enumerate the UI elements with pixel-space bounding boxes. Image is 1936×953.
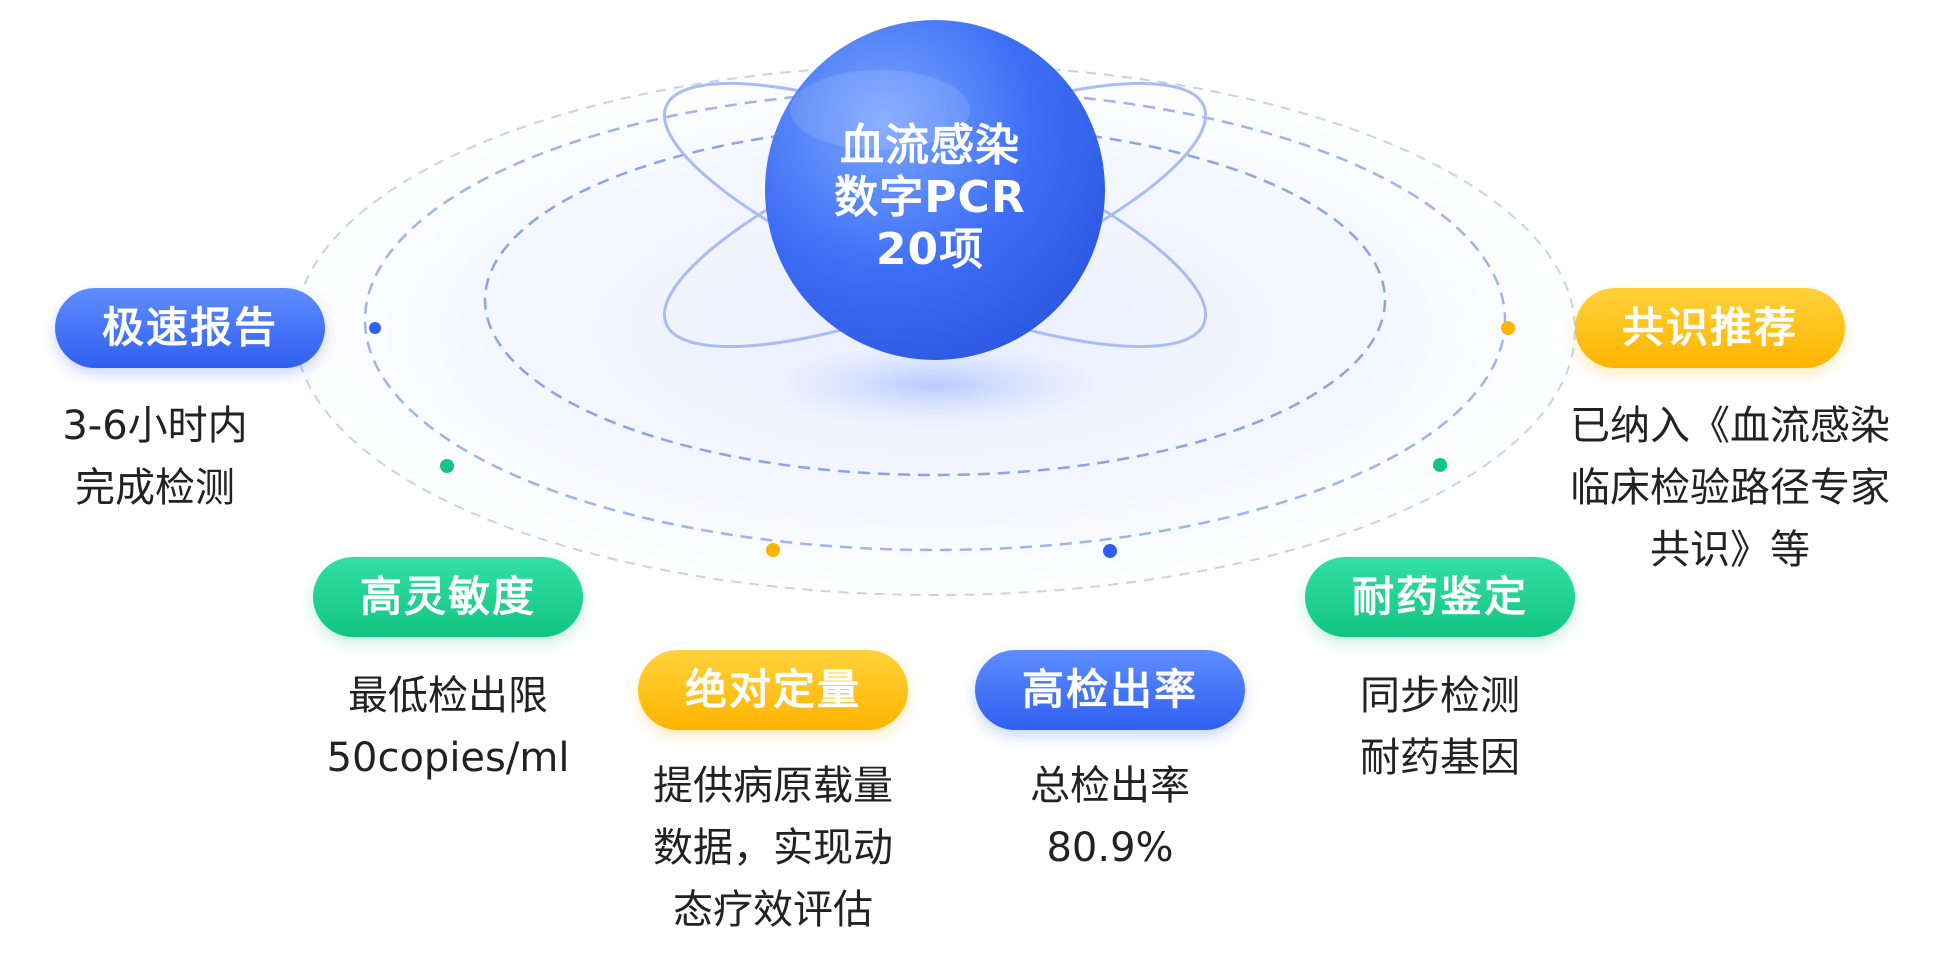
feature-desc-line: 完成检测 <box>75 465 235 511</box>
feature-desc-line: 总检出率 <box>1030 763 1190 809</box>
feature-desc-detection-rate: 总检出率 80.9% <box>985 755 1235 879</box>
feature-desc-line: 3-6小时内 <box>62 403 248 449</box>
feature-desc-resistance: 同步检测 耐药基因 <box>1315 665 1565 789</box>
feature-desc-line: 提供病原载量 <box>653 763 893 809</box>
dot-blue-mid <box>1103 544 1117 558</box>
feature-desc-line: 同步检测 <box>1360 673 1520 719</box>
feature-desc-sensitivity: 最低检出限 50copies/ml <box>298 665 598 789</box>
feature-desc-fast-report: 3-6小时内 完成检测 <box>35 395 275 519</box>
feature-desc-consensus: 已纳入《血流感染 临床检验路径专家 共识》等 <box>1555 395 1905 581</box>
dot-green-left <box>440 459 454 473</box>
feature-badge-sensitivity: 高灵敏度 <box>313 557 583 637</box>
feature-desc-line: 共识》等 <box>1650 527 1810 573</box>
feature-badge-detection-rate: 高检出率 <box>975 650 1245 730</box>
feature-badge-consensus: 共识推荐 <box>1575 288 1845 368</box>
feature-desc-line: 最低检出限 <box>348 673 548 719</box>
center-title-line: 数字PCR <box>834 172 1026 223</box>
sphere-highlight <box>790 70 970 150</box>
feature-desc-line: 80.9% <box>1046 825 1174 871</box>
dot-yellow-mid <box>766 543 780 557</box>
feature-desc-line: 数据，实现动 <box>653 825 893 871</box>
feature-badge-quantification: 绝对定量 <box>638 650 908 730</box>
feature-desc-line: 50copies/ml <box>326 735 570 781</box>
feature-desc-line: 耐药基因 <box>1360 735 1520 781</box>
dot-green-right <box>1433 458 1447 472</box>
feature-desc-quantification: 提供病原载量 数据，实现动 态疗效评估 <box>618 755 928 941</box>
feature-badge-resistance: 耐药鉴定 <box>1305 557 1575 637</box>
center-title-line: 血流感染 <box>840 120 1020 171</box>
center-title-line: 20项 <box>875 224 985 275</box>
feature-desc-line: 临床检验路径专家 <box>1570 465 1890 511</box>
dot-yellow-right <box>1501 321 1515 335</box>
feature-desc-line: 已纳入《血流感染 <box>1570 403 1890 449</box>
center-sphere <box>765 20 1105 360</box>
dot-blue-left <box>369 322 381 334</box>
feature-desc-line: 态疗效评估 <box>673 887 873 933</box>
sphere-glow <box>765 345 1105 425</box>
center-title: 血流感染 数字PCR 20项 <box>760 120 1100 276</box>
feature-badge-fast-report: 极速报告 <box>55 288 325 368</box>
